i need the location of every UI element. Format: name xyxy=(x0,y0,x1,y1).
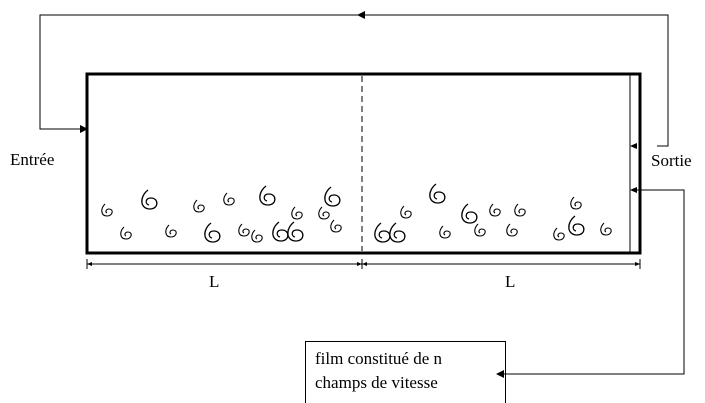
arrow-icon xyxy=(80,125,88,133)
eddy-icon xyxy=(461,203,478,224)
eddy-icon xyxy=(291,206,303,220)
eddy-icon xyxy=(514,203,526,217)
eddy-icon xyxy=(570,196,582,210)
eddy-icon xyxy=(272,221,289,242)
outlet-branches xyxy=(496,143,685,378)
recirculation-loop xyxy=(39,11,669,147)
eddy-icon xyxy=(120,226,132,240)
eddy-icon xyxy=(223,192,235,206)
eddy-icon xyxy=(324,186,341,207)
eddy-icon xyxy=(439,225,451,239)
arrow-icon xyxy=(357,11,365,19)
eddy-icon xyxy=(429,183,446,204)
eddy-icon xyxy=(474,223,486,237)
eddy-icon xyxy=(259,185,276,206)
eddy-icon xyxy=(568,215,585,236)
eddy-icon xyxy=(193,199,205,213)
eddy-icon xyxy=(165,224,177,238)
eddy-icon xyxy=(506,223,518,237)
film-label-line1: film constitué de n xyxy=(315,349,443,368)
eddy-icon xyxy=(553,227,565,241)
channel xyxy=(85,72,642,255)
eddy-icon xyxy=(204,222,221,243)
eddy-icon xyxy=(101,203,113,217)
eddy-icon xyxy=(251,229,263,243)
dimension-line xyxy=(86,259,641,269)
length-label-left: L xyxy=(209,272,220,291)
eddy-icon xyxy=(600,222,612,236)
eddy-icon xyxy=(374,222,391,243)
film-label-line2: champs de vitesse xyxy=(315,373,438,392)
film-box: film constitué de n champs de vitesse xyxy=(305,341,506,403)
eddy-icon xyxy=(141,189,158,210)
outlet-label: Sortie xyxy=(651,151,692,170)
arrow-icon xyxy=(496,370,504,378)
eddy-icon xyxy=(489,203,501,217)
eddy-icon xyxy=(287,221,304,242)
eddies xyxy=(101,183,612,243)
eddy-icon xyxy=(330,219,342,233)
inlet-label: Entrée xyxy=(10,150,55,169)
eddy-icon xyxy=(318,206,330,220)
length-label-right: L xyxy=(505,272,516,291)
eddy-icon xyxy=(389,222,406,243)
eddy-icon xyxy=(400,205,412,219)
eddy-icon xyxy=(238,223,250,237)
